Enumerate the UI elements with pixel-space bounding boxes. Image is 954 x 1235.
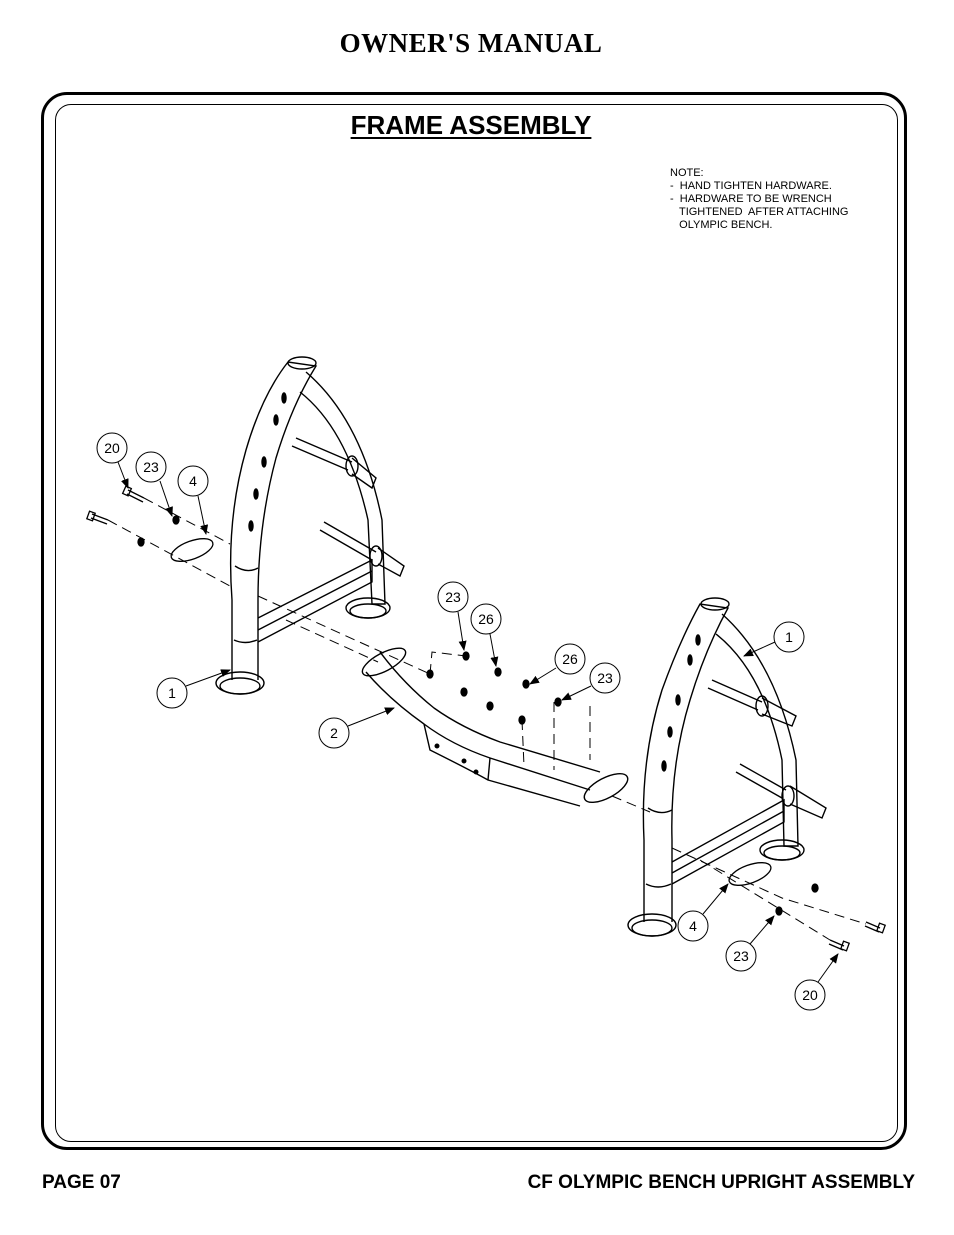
left-upright: [215, 356, 405, 695]
note-line: - HARDWARE TO BE WRENCH: [670, 193, 832, 205]
section-title: FRAME ASSEMBLY: [350, 110, 592, 140]
svg-text:1: 1: [168, 685, 176, 701]
svg-text:26: 26: [478, 611, 494, 627]
callout-2: 2: [318, 707, 395, 749]
callout-23-center-right: 23: [561, 662, 621, 701]
note-line: TIGHTENED AFTER ATTACHING: [670, 206, 849, 218]
callout-4-left: 4: [177, 465, 209, 535]
svg-text:20: 20: [104, 440, 120, 456]
assembly-note: NOTE: - HAND TIGHTEN HARDWARE. - HARDWAR…: [670, 167, 890, 232]
svg-text:23: 23: [597, 670, 613, 686]
callout-1-right: 1: [743, 621, 805, 657]
svg-text:4: 4: [189, 473, 197, 489]
callout-4-right: 4: [677, 883, 729, 942]
svg-text:23: 23: [445, 589, 461, 605]
callout-20-left: 20: [96, 432, 129, 489]
callout-20-right: 20: [794, 953, 839, 1011]
svg-text:2: 2: [330, 725, 338, 741]
svg-text:23: 23: [143, 459, 159, 475]
svg-text:1: 1: [785, 629, 793, 645]
callout-26-center-top: 26: [470, 603, 502, 667]
svg-text:4: 4: [689, 918, 697, 934]
callout-23-center-top: 23: [437, 581, 469, 651]
svg-text:23: 23: [733, 948, 749, 964]
svg-text:20: 20: [802, 987, 818, 1003]
callout-1-left: 1: [156, 669, 231, 709]
assembly-lines: [107, 497, 867, 941]
svg-text:26: 26: [562, 651, 578, 667]
page-header-title: OWNER'S MANUAL: [339, 28, 603, 58]
callout-23-right: 23: [725, 915, 775, 972]
center-brace: [361, 647, 629, 807]
note-line: OLYMPIC BENCH.: [670, 219, 773, 231]
diagram-frame-inner: [55, 104, 898, 1142]
right-upright: [627, 597, 827, 937]
diagram-frame-outer: [41, 92, 907, 1150]
note-line: - HAND TIGHTEN HARDWARE.: [670, 180, 832, 192]
callout-26-center-right: 26: [529, 643, 586, 685]
callout-23-left: 23: [135, 451, 173, 517]
hardware: [85, 485, 887, 952]
page-number: PAGE 07: [42, 1172, 121, 1193]
product-title: CF OLYMPIC BENCH UPRIGHT ASSEMBLY: [527, 1172, 915, 1193]
note-line: NOTE:: [670, 167, 704, 179]
